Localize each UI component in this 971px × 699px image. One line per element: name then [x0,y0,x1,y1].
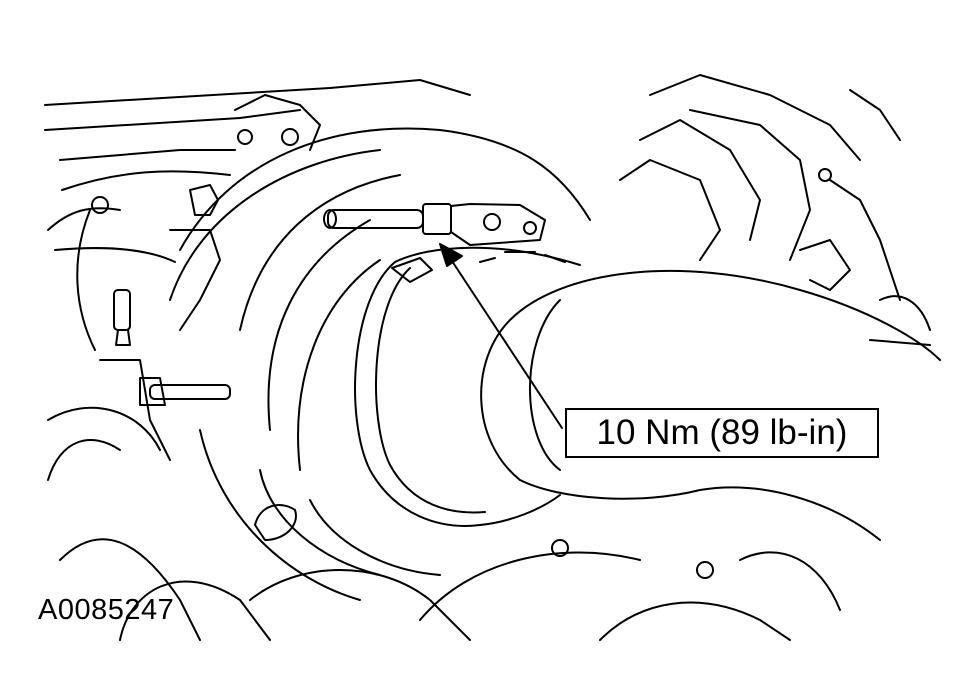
clamp-bolt-icon [323,203,546,246]
figure-id: A0085247 [38,594,175,626]
clamp-detail-dashes [479,251,566,263]
engine-background-outline [44,74,931,641]
housing-outline [169,127,591,601]
leader-arrow-icon [439,243,563,429]
outlet-pipe [480,269,941,541]
left-studs [99,184,231,461]
torque-callout: 10 Nm (89 lb-in) [565,408,879,458]
clamp-band [354,246,581,527]
